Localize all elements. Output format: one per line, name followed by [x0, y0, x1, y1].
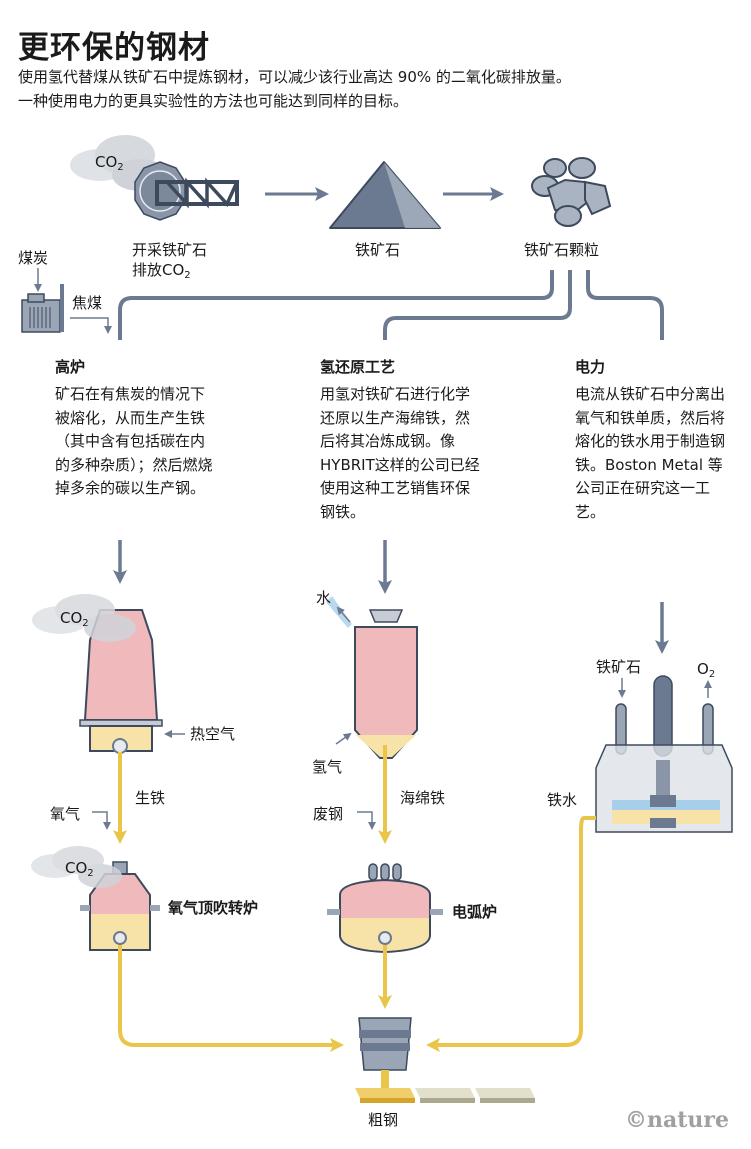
oxygen-label: 氧气 [50, 805, 81, 823]
mining-label: 开采铁矿石 排放CO2 [132, 241, 208, 281]
flow-bof-to-ladle [118, 945, 344, 1052]
electric-ore-label: 铁矿石 [596, 658, 642, 676]
route-hydrogen: 氢还原工艺 用氢对铁矿石进行化学还原以生产海绵铁，然后将其冶炼成钢。像HYBRI… [320, 356, 480, 524]
coal-label: 煤炭 [18, 249, 49, 267]
pig-iron-label: 生铁 [135, 789, 166, 807]
arrow-water-out [336, 606, 351, 623]
coke-label: 焦煤 [72, 294, 103, 312]
co2-cloud-blast [32, 594, 136, 642]
iron-ore-pile-icon [329, 161, 441, 229]
subtitle-line-2: 一种使用电力的更具实验性的方法也可能达到同样的目标。 [18, 92, 409, 110]
route-heading: 高炉 [55, 358, 86, 376]
sponge-iron-label: 海绵铁 [400, 789, 446, 807]
route-description: 矿石在有焦炭的情况下被熔化，从而生产生铁（其中含有包括碳在内的多种杂质）；然后燃… [55, 385, 213, 497]
arrow-hydrogen-in [335, 732, 352, 745]
steel-slabs-icon [355, 1088, 535, 1103]
bucket-wheel-excavator-icon [134, 161, 239, 221]
subtitle-line-1: 使用氢代替煤从铁矿石中提炼钢材，可以减少该行业高达 90% 的二氧化碳排放量。 [18, 68, 571, 86]
electrolysis-cell-icon [595, 675, 733, 833]
molten-iron-label: 铁水 [547, 791, 578, 809]
route-lines [118, 270, 664, 340]
co2-label-mining: CO2 [95, 153, 124, 173]
route-electric: 电力 电流从铁矿石中分离出氧气和铁单质，然后将熔化的铁水用于制造钢铁。Bosto… [575, 356, 725, 524]
crude-steel-label: 粗钢 [368, 1111, 399, 1129]
bof-label: 氧气顶吹转炉 [168, 899, 259, 917]
route-heading: 氢还原工艺 [320, 358, 396, 376]
pellets-label: 铁矿石颗粒 [524, 241, 600, 259]
route-heading: 电力 [575, 358, 606, 376]
shaft-furnace-icon [354, 609, 418, 759]
route-description: 用氢对铁矿石进行化学还原以生产海绵铁，然后将其冶炼成钢。像HYBRIT这样的公司… [320, 385, 480, 521]
electric-arc-furnace-icon [327, 863, 443, 954]
o2-label: O2 [697, 660, 716, 680]
page-title: 更环保的钢材 [18, 30, 210, 66]
route-blast-furnace: 高炉 矿石在有焦炭的情况下被熔化，从而生产生铁（其中含有包括碳在内的多种杂质）；… [55, 356, 215, 501]
coke-plant-icon [21, 284, 64, 333]
iron-ore-label: 铁矿石 [355, 241, 401, 259]
scrap-label: 废钢 [313, 805, 344, 823]
arrow-scrap-in [357, 811, 376, 830]
nature-credit: ©nature [625, 1107, 729, 1133]
eaf-label: 电弧炉 [452, 903, 498, 921]
co2-label-blast: CO2 [60, 609, 89, 629]
co2-cloud-bof [31, 846, 122, 888]
co2-label-bof: CO2 [65, 859, 94, 879]
route-description: 电流从铁矿石中分离出氧气和铁单质，然后将熔化的铁水用于制造钢铁。Boston M… [575, 385, 726, 521]
water-label: 水 [316, 589, 332, 607]
arrow-oxygen-in [92, 811, 111, 830]
hot-air-label: 热空气 [190, 725, 236, 743]
hydrogen-gas-label: 氢气 [312, 758, 343, 776]
iron-ore-pellets-icon [531, 157, 612, 227]
flow-electric-to-ladle [426, 816, 596, 1052]
ladle-icon [358, 1017, 412, 1092]
arrow-coke-out [70, 317, 112, 334]
